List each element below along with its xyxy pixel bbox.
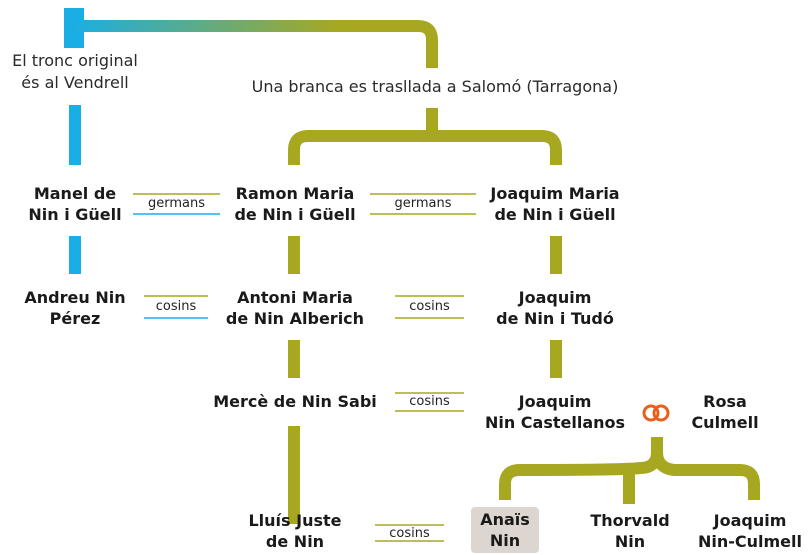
person-manel: Manel de Nin i Güell (28, 184, 122, 224)
children-bracket (499, 437, 663, 500)
branch-stem (426, 108, 438, 136)
person-ramon: Ramon Maria de Nin i Güell (234, 184, 356, 224)
relation-germans-1: germans (147, 196, 205, 211)
relation-cosins-1: cosins (155, 299, 197, 314)
person-anais: Anaïs Nin (471, 507, 539, 553)
person-joaquim-castellanos: Joaquim Nin Castellanos (484, 392, 626, 432)
olive-line-merce (288, 426, 300, 524)
relation-germans-2: germans (394, 196, 452, 211)
person-thorvald: Thorvald Nin (590, 511, 670, 551)
marriage-rings-icon (642, 404, 670, 422)
person-lluis: Lluís Juste de Nin (248, 511, 342, 551)
person-joaquim-tudo: Joaquim de Nin i Tudó (496, 288, 614, 328)
branch-bracket (288, 130, 562, 165)
person-merce: Mercè de Nin Sabi (213, 392, 377, 411)
branch-note: Una branca es trasllada a Salomó (Tarrag… (251, 77, 619, 96)
person-joaquim-culmell: Joaquim Nin-Culmell (697, 511, 802, 551)
person-joaquim-maria: Joaquim Maria de Nin i Güell (490, 184, 620, 224)
olive-line-joaquim (550, 236, 562, 274)
thorvald-stem (623, 470, 635, 504)
olive-line-antoni (288, 340, 300, 378)
relation-lines (133, 193, 476, 542)
relation-cosins-4: cosins (389, 526, 430, 541)
top-connector (70, 20, 438, 68)
blue-line-2 (69, 236, 81, 274)
olive-line-ramon (288, 236, 300, 274)
olive-line-tudo (550, 340, 562, 378)
relation-cosins-2: cosins (409, 299, 450, 314)
person-rosa: Rosa Culmell (691, 392, 759, 432)
person-andreu: Andreu Nin Pérez (24, 288, 126, 328)
origin-note: El tronc original és al Vendrell (12, 51, 138, 92)
person-antoni: Antoni Maria de Nin Alberich (225, 288, 365, 328)
relation-cosins-3: cosins (409, 394, 450, 409)
blue-line-1 (69, 105, 81, 165)
